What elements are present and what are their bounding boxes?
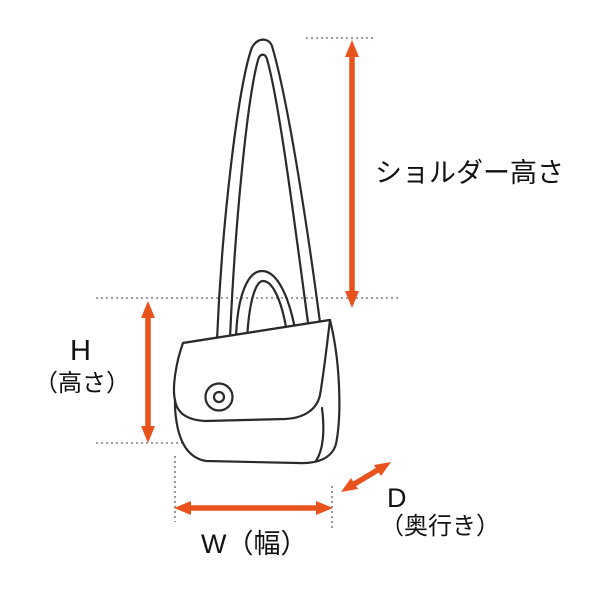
bag-flap (172, 318, 332, 423)
width-label: W（幅） (201, 529, 308, 559)
dimension-arrows (141, 40, 391, 515)
width-arrow-head-right (316, 501, 333, 515)
height-arrow-head-top (141, 301, 155, 318)
dotted-guides (96, 37, 398, 528)
shoulder-arrow-head-top (345, 40, 359, 57)
depth-arrow (341, 462, 391, 492)
handle-inner (245, 279, 290, 342)
shoulder-strap-outer (215, 38, 323, 342)
depth-caption-label: （奥行き） (380, 513, 500, 540)
shoulder-height-label: ショルダー高さ (375, 158, 564, 188)
shoulder-arrow-head-bottom (345, 291, 359, 308)
depth-symbol-label: D (387, 483, 407, 513)
height-caption-label: （高さ） (34, 370, 130, 397)
gusset-line (314, 406, 325, 463)
shoulder-height-arrow (345, 40, 359, 308)
width-arrow (174, 501, 333, 515)
clasp-inner (212, 390, 226, 404)
depth-arrow-shaft (349, 465, 383, 489)
height-arrow (141, 301, 155, 443)
handle-outer (234, 269, 299, 342)
height-symbol-label: H (70, 335, 91, 367)
depth-arrow-head-upper (374, 462, 391, 476)
bag-illustration (172, 38, 341, 465)
depth-arrow-head-lower (341, 478, 358, 492)
shoulder-strap-inner (228, 53, 311, 340)
width-arrow-head-left (174, 501, 191, 515)
height-arrow-head-bottom (141, 426, 155, 443)
clasp-outer (204, 382, 234, 412)
